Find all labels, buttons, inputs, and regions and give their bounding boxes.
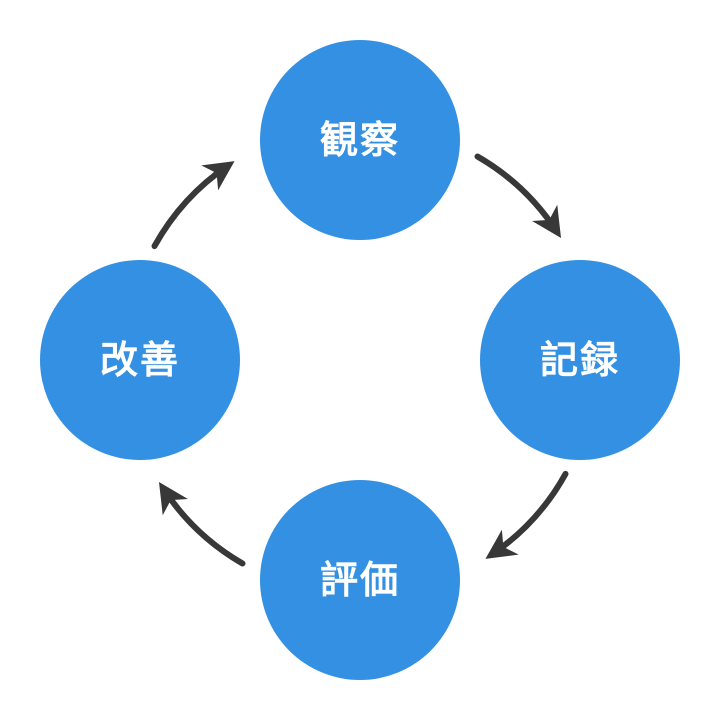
node-evaluation: 評価 — [260, 480, 460, 680]
node-improvement-label: 改善 — [99, 338, 180, 382]
node-evaluation-label: 評価 — [319, 558, 400, 602]
node-observation-label: 観察 — [319, 118, 400, 162]
arrow-left-to-top-icon — [151, 161, 235, 250]
arrow-bottom-to-left-icon — [158, 481, 246, 567]
node-improvement: 改善 — [40, 260, 240, 460]
node-record-label: 記録 — [539, 338, 620, 382]
node-observation: 観察 — [260, 40, 460, 240]
arrow-right-to-bottom-icon — [485, 470, 569, 559]
node-record: 記録 — [480, 260, 680, 460]
arrow-top-to-right-icon — [474, 153, 562, 239]
